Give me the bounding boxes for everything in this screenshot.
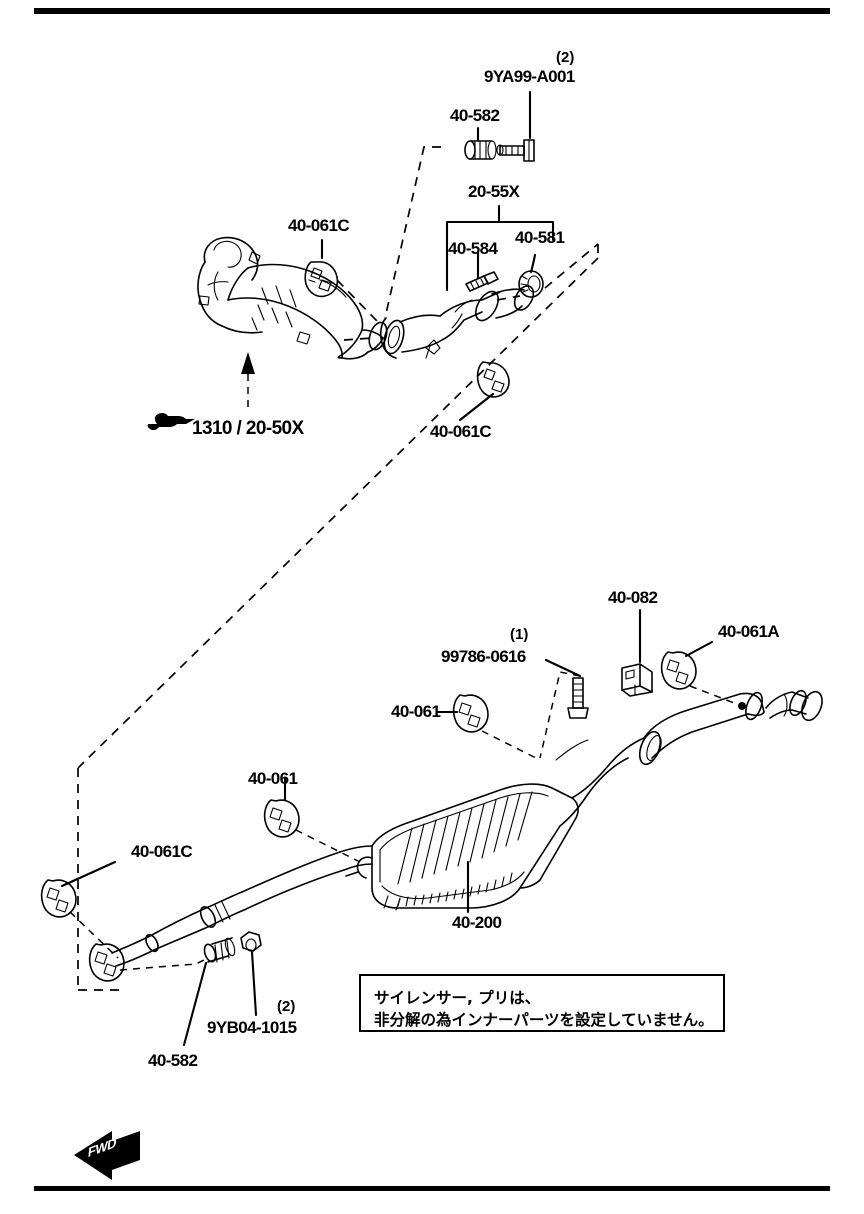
front-pipe-catalyst-part (379, 285, 535, 359)
hanger-40-061-right-part (452, 694, 489, 733)
bolt-40-584-part (465, 271, 499, 292)
exhaust-manifold-part (197, 236, 388, 360)
label-40-582-upper: 40-582 (450, 106, 500, 125)
label-1310-20-50X: 1310 / 20-50X (192, 418, 304, 439)
hanger-40-061C-upper-part (304, 261, 339, 298)
label-9YA99-A001: 9YA99-A001 (484, 67, 575, 86)
assembly-dashed-upper (336, 146, 599, 341)
nut-9YB04-1015-part (240, 931, 262, 952)
bolt-99786-0616-part (567, 677, 589, 719)
label-20-55X: 20-55X (468, 182, 520, 201)
label-40-061-left: 40-061 (248, 769, 298, 788)
spring-40-582-upper-part (464, 140, 497, 160)
center-pipe-part (111, 845, 373, 967)
bracket-40-082-part (621, 663, 653, 697)
leader-lines-lower (60, 608, 714, 1047)
bottom-rule (34, 1186, 830, 1191)
note-box-frame (359, 974, 725, 1032)
label-40-581: 40-581 (515, 228, 565, 247)
label-40-584: 40-584 (448, 239, 498, 258)
assembly-dashed-lower (69, 671, 743, 971)
top-rule (34, 8, 830, 14)
label-40-082: 40-082 (608, 588, 658, 607)
label-40-582-lower: 40-582 (148, 1051, 198, 1070)
note-line-1: サイレンサー, プリは、 (374, 989, 541, 1007)
label-40-061C-lower: 40-061C (131, 842, 193, 861)
hanger-40-061C-lower-part (40, 879, 77, 918)
fwd-arrow-icon (74, 1131, 140, 1180)
hanger-40-061A-part (660, 651, 697, 690)
label-40-061-right: 40-061 (391, 702, 441, 721)
qty-99786-0616: (1) (510, 626, 529, 643)
label-40-061C-upper: 40-061C (288, 216, 350, 235)
note-line-2: 非分解の為インナーパーツを設定していません。 (374, 1011, 714, 1029)
label-9YB04-1015: 9YB04-1015 (207, 1018, 297, 1037)
hanger-40-061C-upper2-part (476, 361, 510, 398)
hanger-40-061-left-part (263, 799, 300, 838)
qty-9YB04-1015: (2) (277, 998, 296, 1015)
spring-40-582-lower-part (203, 937, 236, 963)
pointing-hand-icon (147, 412, 195, 431)
rear-resonator-tailpipe-part (638, 689, 823, 766)
label-99786-0616: 99786-0616 (441, 647, 526, 666)
section-connector-dashed (77, 244, 599, 991)
hanger-40-581-part (518, 270, 544, 298)
label-40-061A: 40-061A (718, 622, 780, 641)
front-flange-lower-part (88, 943, 125, 982)
rear-pipe-part (555, 737, 645, 827)
main-muffler-part (345, 783, 579, 911)
label-40-200: 40-200 (452, 913, 502, 932)
label-40-061C-upper2: 40-061C (430, 422, 492, 441)
leader-lines-upper (320, 90, 555, 422)
qty-9YA99-A001: (2) (556, 49, 575, 66)
manifold-callout-arrow (241, 352, 255, 412)
bolt-9YA99-A001-part (496, 139, 535, 162)
